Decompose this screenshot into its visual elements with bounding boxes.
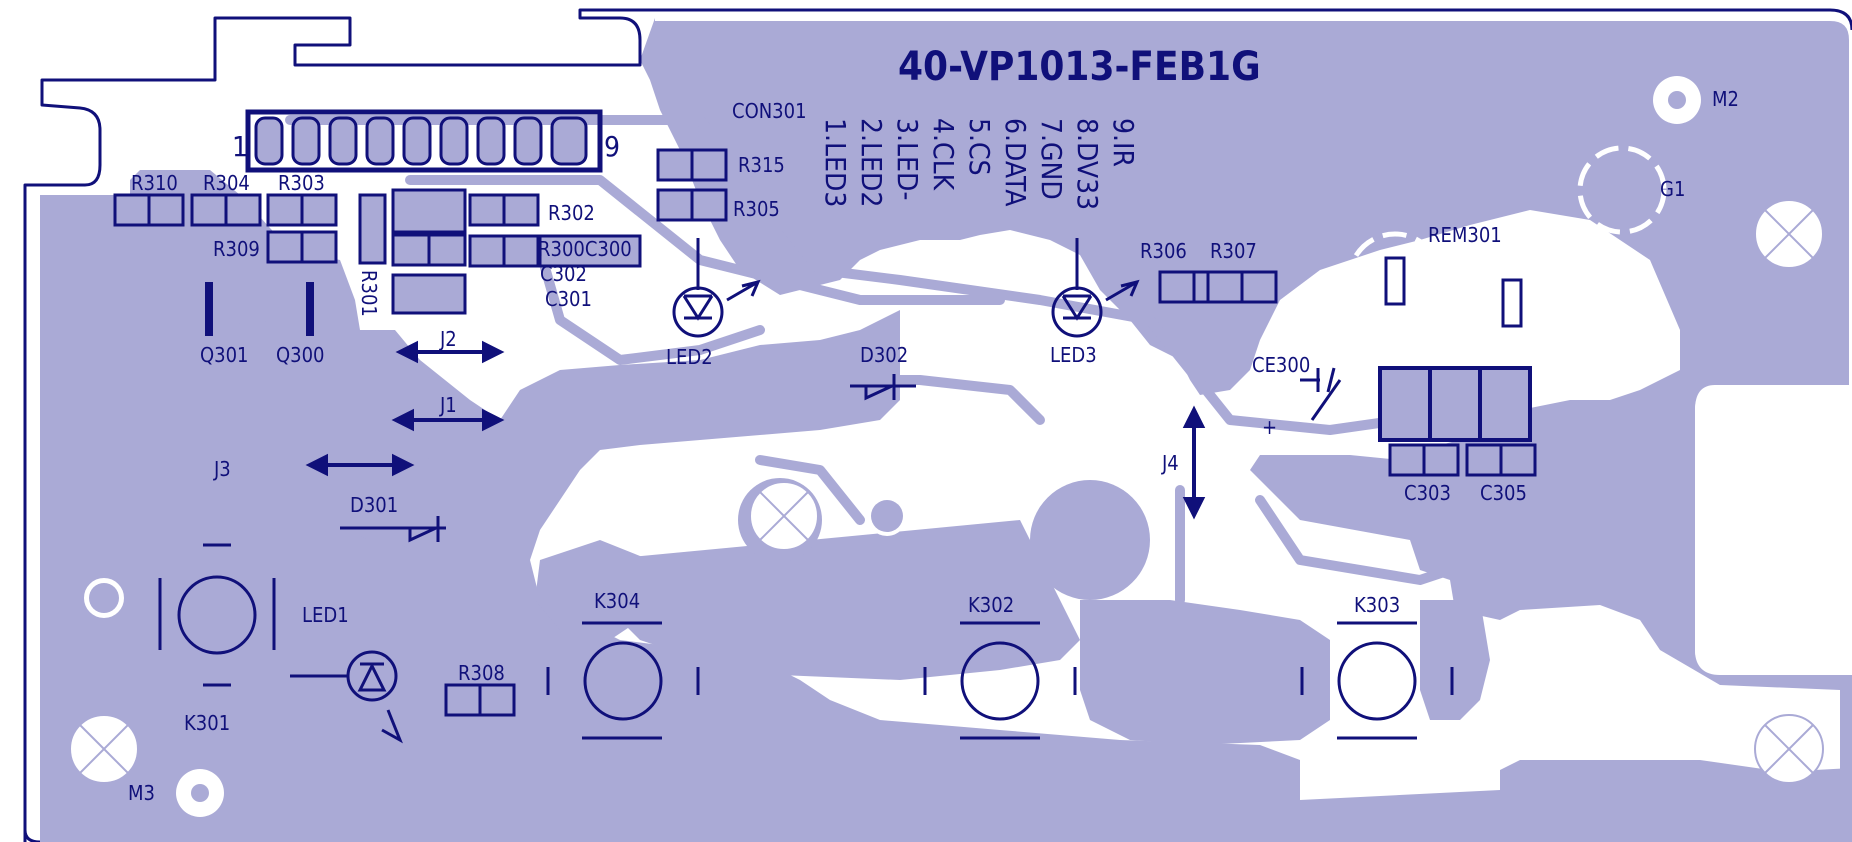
pin-label-6: 6.DATA — [999, 118, 1032, 207]
copper-layer — [40, 18, 1852, 842]
connector-con301: 1 9 — [232, 109, 620, 173]
board-edge-outline — [23, 8, 1852, 842]
label-led3: LED3 — [1050, 343, 1097, 367]
diode-symbols — [340, 374, 916, 543]
label-c302: C302 — [540, 262, 587, 286]
label-d301: D301 — [350, 493, 398, 517]
label-c305: C305 — [1480, 481, 1527, 505]
label-k304: K304 — [594, 589, 640, 613]
trace-layer — [175, 115, 1485, 605]
jumper-arrows — [305, 340, 1206, 520]
ce300-symbol — [1300, 367, 1342, 421]
component-labels: R310 R304 R303 R309 R301 R302 R300C300 C… — [128, 87, 1739, 805]
connector-pin-list: 1.LED3 2.LED2 3.LED- 4.CLK 5.CS 6.DATA 7… — [819, 118, 1140, 210]
smd-pad-separators — [147, 150, 1503, 715]
label-r307: R307 — [1210, 239, 1257, 263]
screw-hole-crosses — [79, 209, 1814, 774]
connector-last-pin: 9 — [604, 130, 620, 163]
label-m2: M2 — [1712, 87, 1739, 111]
board-id: 40-VP1013-FEB1G — [898, 44, 1261, 90]
pin-label-9: 9.IR — [1107, 118, 1140, 167]
rem301-footprint — [1346, 145, 1667, 354]
label-r301: R301 — [357, 270, 381, 317]
pin-label-8: 8.DV33 — [1071, 118, 1104, 210]
label-j4: J4 — [1161, 451, 1179, 475]
label-c301: C301 — [545, 287, 592, 311]
label-r308: R308 — [458, 661, 505, 685]
label-r315: R315 — [738, 153, 785, 177]
mounting-holes — [84, 76, 1701, 817]
label-ce300: CE300 — [1252, 353, 1310, 377]
label-q301: Q301 — [200, 343, 249, 367]
label-r303: R303 — [278, 171, 325, 195]
label-r300c300: R300C300 — [538, 237, 632, 261]
label-g1: G1 — [1660, 177, 1685, 201]
label-rem301: REM301 — [1428, 223, 1502, 247]
label-r305: R305 — [733, 197, 780, 221]
pin-label-5: 5.CS — [963, 118, 996, 176]
pin-label-7: 7.GND — [1035, 118, 1068, 200]
connector-first-pin: 1 — [232, 130, 248, 163]
label-c303: C303 — [1404, 481, 1451, 505]
label-q300: Q300 — [276, 343, 325, 367]
label-led1: LED1 — [302, 603, 349, 627]
pin-label-3: 3.LED- — [891, 118, 924, 200]
label-r304: R304 — [203, 171, 250, 195]
label-r306: R306 — [1140, 239, 1187, 263]
switch-symbols — [158, 543, 1454, 740]
rem301-pads — [1384, 256, 1523, 328]
led-symbols — [290, 238, 1140, 744]
label-r310: R310 — [131, 171, 178, 195]
pin-label-2: 2.LED2 — [855, 118, 888, 207]
smd-block-right — [1378, 366, 1532, 442]
transistors-q300-q301 — [205, 282, 314, 336]
label-r302: R302 — [548, 201, 595, 225]
pin-label-1: 1.LED3 — [819, 118, 852, 207]
label-j3: J3 — [213, 457, 231, 481]
pin-label-4: 4.CLK — [927, 118, 960, 192]
label-ce300-plus: + — [1262, 415, 1277, 439]
label-k301: K301 — [184, 711, 230, 735]
label-m3: M3 — [128, 781, 155, 805]
label-r309: R309 — [213, 237, 260, 261]
label-k302: K302 — [968, 593, 1014, 617]
label-k303: K303 — [1354, 593, 1400, 617]
label-j1: J1 — [439, 393, 457, 417]
label-con301: CON301 — [732, 99, 807, 123]
label-j2: J2 — [439, 327, 457, 351]
label-d302: D302 — [860, 343, 908, 367]
label-led2: LED2 — [666, 345, 713, 369]
